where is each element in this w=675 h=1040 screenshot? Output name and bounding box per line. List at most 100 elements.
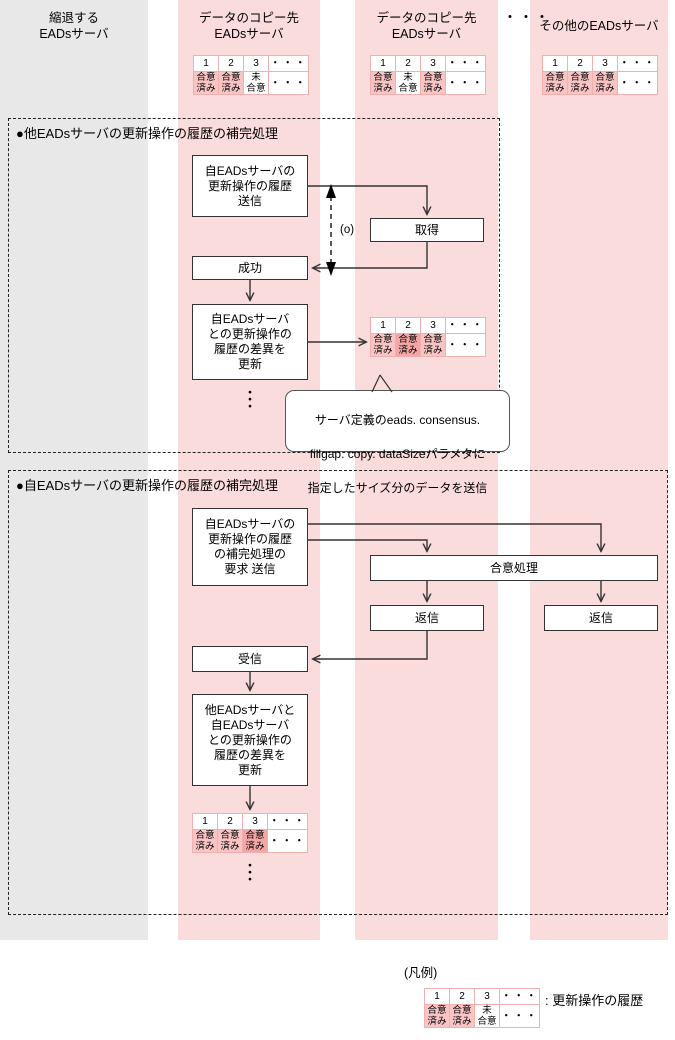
history-table-lane1: 1 2 3 ・・・ 合意済み 合意済み 未合意 ・・・ <box>193 55 309 95</box>
lane-gap-dots: ・・・ <box>503 9 551 25</box>
history-table-lane3: 1 2 3 ・・・ 合意済み 合意済み 合意済み ・・・ <box>542 55 658 95</box>
table-row: 1 2 3 ・・・ <box>370 317 486 334</box>
hist-state-1: 合意済み <box>192 829 218 853</box>
history-table-section2-result: 1 2 3 ・・・ 合意済み 合意済み 合意済み ・・・ <box>192 813 308 853</box>
dot: ・ <box>243 385 257 400</box>
hist-num-more: ・・・ <box>445 55 486 72</box>
hist-state-2: 合意済み <box>218 71 244 95</box>
table-row: 合意済み 未合意 合意済み ・・・ <box>370 71 486 95</box>
lane-title-other-servers: その他のEADsサーバ <box>539 19 659 33</box>
section2-vertical-dots: ・ ・ ・ <box>236 858 264 887</box>
hist-num-1: 1 <box>370 317 396 334</box>
table-row: 1 2 3 ・・・ <box>542 55 658 72</box>
section2-title: ●自EADsサーバの更新操作の履歴の補完処理 <box>16 478 278 493</box>
hist-state-3: 未合意 <box>474 1004 500 1028</box>
hist-num-2: 2 <box>218 55 244 72</box>
box-update-diff-section2: 他EADsサーバと 自EADsサーバ との更新操作の 履歴の差異を 更新 <box>192 694 308 786</box>
hist-state-1: 合意済み <box>193 71 219 95</box>
history-table-section1-result: 1 2 3 ・・・ 合意済み 合意済み 合意済み ・・・ <box>370 317 486 357</box>
box-consensus-process: 合意処理 <box>370 555 658 581</box>
box-receive: 受信 <box>192 646 308 672</box>
hist-state-more: ・・・ <box>267 829 308 853</box>
hist-state-2: 合意済み <box>217 829 243 853</box>
table-row: 1 2 3 ・・・ <box>370 55 486 72</box>
hist-state-1: 合意済み <box>370 333 396 357</box>
dot: ・ <box>243 392 257 407</box>
section2-container <box>8 470 668 915</box>
dot: ・ <box>243 399 257 414</box>
hist-state-3: 合意済み <box>592 71 618 95</box>
box-success: 成功 <box>192 256 308 280</box>
hist-num-3: 3 <box>592 55 618 72</box>
hist-num-2: 2 <box>395 317 421 334</box>
hist-state-2: 合意済み <box>567 71 593 95</box>
hist-state-2: 合意済み <box>449 1004 475 1028</box>
hist-state-3: 合意済み <box>420 333 446 357</box>
hist-state-1: 合意済み <box>542 71 568 95</box>
legend-description: : 更新操作の履歴 <box>545 993 644 1008</box>
box-acquire: 取得 <box>370 218 484 242</box>
callout-line-2: fillgap. copy. dataSizeパラメタに <box>309 447 486 461</box>
callout-datasize-note: サーバ定義のeads. consensus. fillgap. copy. da… <box>285 390 510 495</box>
hist-state-more: ・・・ <box>268 71 309 95</box>
hist-state-2: 合意済み <box>395 333 421 357</box>
hist-num-3: 3 <box>474 988 500 1005</box>
hist-num-3: 3 <box>243 55 269 72</box>
box-send-fillgap-request: 自EADsサーバの 更新操作の履歴 の補完処理の 要求 送信 <box>192 508 308 586</box>
hist-num-2: 2 <box>395 55 421 72</box>
hist-state-more: ・・・ <box>445 71 486 95</box>
callout-line-3: 指定したサイズ分のデータを送信 <box>307 481 488 495</box>
section1-container <box>8 118 500 453</box>
hist-state-more: ・・・ <box>445 333 486 357</box>
hist-num-more: ・・・ <box>445 317 486 334</box>
lane-title-copy-target-1: データのコピー先 EADsサーバ <box>198 11 299 41</box>
hist-num-2: 2 <box>567 55 593 72</box>
legend-label: (凡例) <box>404 966 438 980</box>
dot: ・ <box>243 872 257 887</box>
hist-num-2: 2 <box>217 813 243 830</box>
table-row: 合意済み 合意済み 合意済み ・・・ <box>542 71 658 95</box>
box-send-own-history: 自EADsサーバの 更新操作の履歴 送信 <box>192 155 308 217</box>
box-reply-lane3: 返信 <box>544 605 658 631</box>
hist-num-more: ・・・ <box>617 55 658 72</box>
table-row: 1 2 3 ・・・ <box>424 988 540 1005</box>
hist-num-3: 3 <box>242 813 268 830</box>
hist-num-3: 3 <box>420 317 446 334</box>
hist-state-3: 合意済み <box>242 829 268 853</box>
hist-num-2: 2 <box>449 988 475 1005</box>
hist-state-more: ・・・ <box>499 1004 540 1028</box>
hist-state-3: 未合意 <box>243 71 269 95</box>
dot: ・ <box>243 858 257 873</box>
table-row: 1 2 3 ・・・ <box>192 813 308 830</box>
hist-state-1: 合意済み <box>424 1004 450 1028</box>
history-table-lane2: 1 2 3 ・・・ 合意済み 未合意 合意済み ・・・ <box>370 55 486 95</box>
hist-num-more: ・・・ <box>499 988 540 1005</box>
table-row: 合意済み 合意済み 合意済み ・・・ <box>192 829 308 853</box>
dot: ・ <box>243 865 257 880</box>
hist-num-1: 1 <box>192 813 218 830</box>
history-table-legend: 1 2 3 ・・・ 合意済み 合意済み 未合意 ・・・ <box>424 988 540 1028</box>
hist-num-1: 1 <box>542 55 568 72</box>
hist-num-more: ・・・ <box>268 55 309 72</box>
hist-state-2: 未合意 <box>395 71 421 95</box>
section1-title: ●他EADsサーバの更新操作の履歴の補完処理 <box>16 126 278 141</box>
table-row: 合意済み 合意済み 未合意 ・・・ <box>193 71 309 95</box>
box-reply-lane2: 返信 <box>370 605 484 631</box>
hist-num-1: 1 <box>424 988 450 1005</box>
hist-num-1: 1 <box>370 55 396 72</box>
table-row: 合意済み 合意済み 未合意 ・・・ <box>424 1004 540 1028</box>
callout-line-1: サーバ定義のeads. consensus. <box>314 413 481 427</box>
loop-label-o: (o) <box>340 224 355 236</box>
table-row: 1 2 3 ・・・ <box>193 55 309 72</box>
hist-state-more: ・・・ <box>617 71 658 95</box>
box-update-diff-section1: 自EADsサーバ との更新操作の 履歴の差異を 更新 <box>192 304 308 380</box>
table-row: 合意済み 合意済み 合意済み ・・・ <box>370 333 486 357</box>
lane-title-shrink-server: 縮退する EADsサーバ <box>39 11 109 41</box>
hist-num-1: 1 <box>193 55 219 72</box>
hist-num-3: 3 <box>420 55 446 72</box>
section1-vertical-dots: ・ ・ ・ <box>236 385 264 414</box>
hist-state-1: 合意済み <box>370 71 396 95</box>
hist-num-more: ・・・ <box>267 813 308 830</box>
lane-title-copy-target-2: データのコピー先 EADsサーバ <box>376 11 477 41</box>
